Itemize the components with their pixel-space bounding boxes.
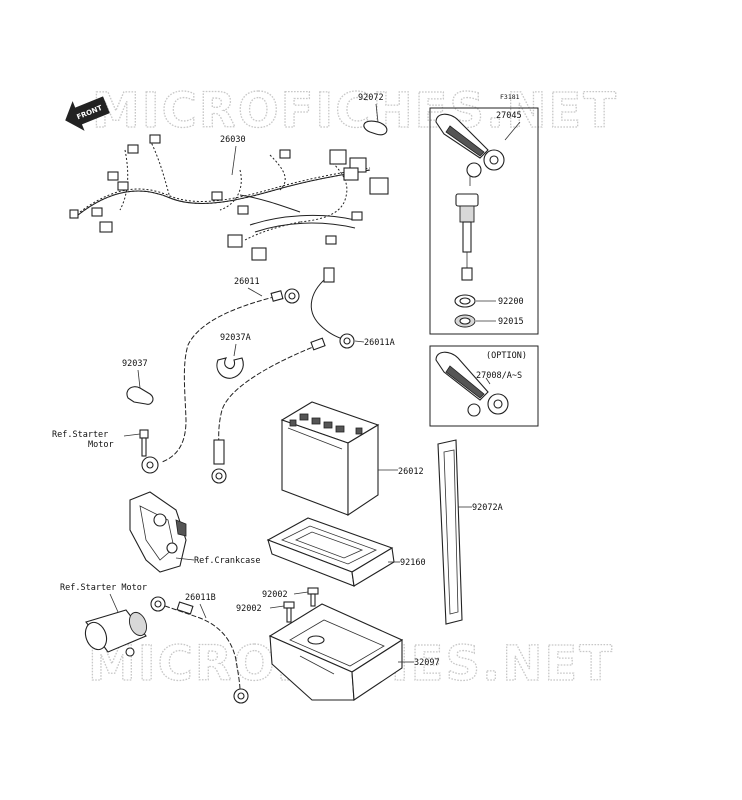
bolt-92002-b [283, 601, 295, 623]
ignition-switch-box [429, 107, 539, 335]
label-26011: 26011 [234, 277, 260, 287]
label-92002-b: 92002 [236, 604, 262, 614]
ignition-key-27045 [435, 113, 505, 186]
clamp-92037 [126, 386, 154, 405]
nut-92015 [454, 314, 476, 328]
label-92002-a: 92002 [262, 590, 288, 600]
label-92072A: 92072A [472, 503, 503, 513]
label-92015: 92015 [498, 317, 524, 327]
battery-26012 [280, 401, 380, 517]
battery-case-32097 [268, 603, 404, 701]
label-92160: 92160 [400, 558, 426, 568]
cable-26011 [161, 288, 300, 463]
label-92200: 92200 [498, 297, 524, 307]
label-ref-crankcase: Ref.Crankcase [194, 556, 261, 566]
label-26011B: 26011B [185, 593, 216, 603]
bolt-92002-a [307, 587, 319, 607]
label-ref-starter-motor: Ref.Starter Motor [60, 583, 147, 593]
crankcase-bracket [129, 491, 187, 573]
label-26011A: 26011A [364, 338, 395, 348]
strap-92072A [437, 439, 463, 625]
cable-26011B [150, 596, 249, 704]
diagram-code: F3181 [500, 93, 520, 101]
label-92037: 92037 [122, 359, 148, 369]
label-ref-starter-2: Motor [88, 440, 114, 450]
washer-92200 [454, 294, 476, 308]
starter-motor [84, 609, 148, 657]
option-label: (OPTION) [486, 351, 527, 361]
label-26012: 26012 [398, 467, 424, 477]
label-27008: 27008/A~S [476, 371, 522, 381]
label-92037A: 92037A [220, 333, 251, 343]
starter-bolt [139, 429, 159, 474]
label-26030: 26030 [220, 135, 246, 145]
cable-26011A [211, 267, 355, 484]
watermark-top: MICROFICHES.NET [92, 83, 618, 139]
label-32097: 32097 [414, 658, 440, 668]
main-harness [69, 134, 389, 261]
label-ref-starter-1: Ref.Starter [52, 430, 108, 440]
label-92072: 92072 [358, 93, 384, 103]
front-arrow-icon: FRONT [65, 96, 110, 131]
option-key-box [429, 345, 539, 427]
band-92072 [363, 120, 388, 136]
clamp-92037A [216, 357, 244, 379]
option-key-27008 [435, 351, 509, 417]
ignition-switch-body [455, 193, 479, 281]
label-27045: 27045 [496, 111, 522, 121]
battery-tray-92160 [266, 517, 395, 587]
